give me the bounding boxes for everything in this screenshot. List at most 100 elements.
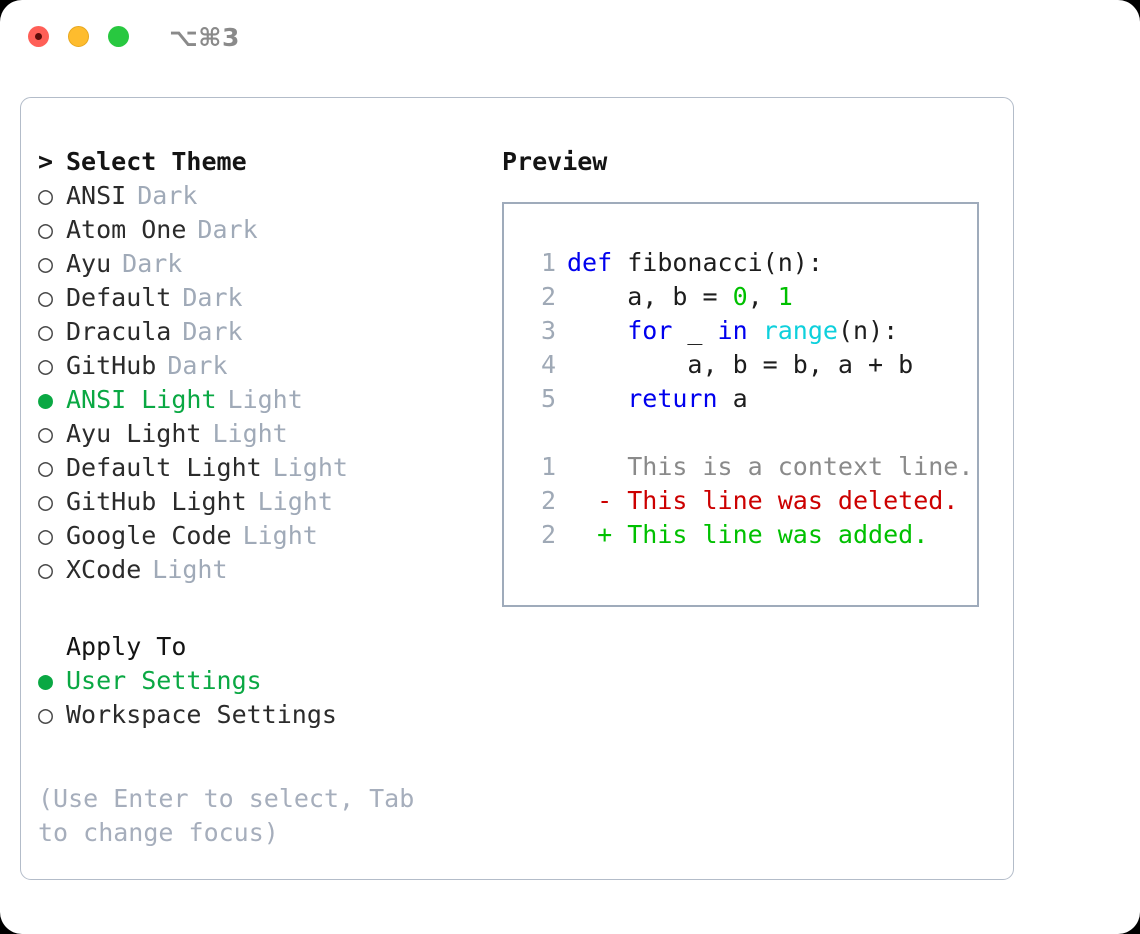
- theme-option-tag: Light: [152, 555, 228, 584]
- radio-selected-icon: ●: [38, 385, 54, 414]
- code-token-fn: range: [762, 316, 838, 345]
- code-token-txt: a, b =: [567, 282, 733, 311]
- theme-option-label: GitHub: [66, 351, 157, 380]
- theme-option-label: Dracula: [66, 317, 172, 346]
- code-token-txt: _: [672, 316, 718, 345]
- code-token-txt: ,: [747, 282, 778, 311]
- code-token-kw: def: [567, 248, 628, 277]
- code-token-txt: [567, 384, 627, 413]
- theme-option-tag: Light: [257, 487, 333, 516]
- code-token-kw: return: [627, 384, 718, 413]
- theme-option-default-light[interactable]: ○ Default Light Light: [38, 453, 493, 487]
- line-number: 1: [540, 452, 556, 481]
- theme-option-default[interactable]: ○ Default Dark: [38, 283, 493, 317]
- theme-option-xcode[interactable]: ○ XCode Light: [38, 555, 493, 589]
- apply-to-option-workspace-settings[interactable]: ○Workspace Settings: [38, 700, 493, 734]
- line-number: 4: [540, 350, 556, 379]
- code-token-txt: [748, 316, 763, 345]
- theme-option-label: Default Light: [66, 453, 262, 482]
- apply-to-indent-spacer: [38, 632, 66, 661]
- diff-text: This line was added.: [627, 520, 929, 549]
- code-line: 5 return a: [504, 384, 977, 418]
- code-token-txt: (n):: [837, 316, 899, 345]
- apply-to-option-label: User Settings: [66, 666, 262, 695]
- code-token-num: 1: [777, 282, 793, 311]
- close-window-icon[interactable]: [28, 26, 49, 47]
- minimize-window-icon[interactable]: [68, 26, 89, 47]
- diff-line-ctx: 1 This is a context line.: [504, 452, 977, 486]
- title-bar: ⌥⌘3: [0, 0, 1140, 76]
- code-token-txt: fibonacci(n):: [627, 248, 823, 277]
- theme-option-ayu[interactable]: ○ Ayu Dark: [38, 249, 493, 283]
- radio-unselected-icon: ○: [38, 555, 54, 584]
- maximize-window-icon[interactable]: [108, 26, 129, 47]
- theme-option-label: ANSI Light: [66, 385, 217, 414]
- apply-to-option-user-settings[interactable]: ● User Settings: [38, 666, 493, 700]
- code-token-num: 0: [732, 282, 748, 311]
- apply-to-option-list[interactable]: ● User Settings ○Workspace Settings: [38, 666, 493, 734]
- page-title: Select Theme: [66, 147, 247, 176]
- diff-text: This is a context line.: [627, 452, 974, 481]
- preview-spacer: [504, 418, 977, 452]
- theme-option-label: Atom One: [66, 215, 187, 244]
- theme-option-tag: Light: [272, 453, 348, 482]
- radio-unselected-icon: ○: [38, 453, 54, 482]
- radio-unselected-icon: ○: [38, 351, 54, 380]
- diff-sign: -: [567, 486, 628, 515]
- preview-diff-block: 1 This is a context line.2 - This line w…: [504, 452, 977, 554]
- line-number: 1: [540, 248, 556, 277]
- radio-unselected-icon: ○: [38, 487, 54, 516]
- radio-unselected-icon: ○: [38, 215, 54, 244]
- theme-option-label: Ayu: [66, 249, 112, 278]
- code-token-kw: for: [627, 316, 673, 345]
- code-token-txt: a: [717, 384, 748, 413]
- theme-option-atom-one[interactable]: ○ Atom One Dark: [38, 215, 493, 249]
- radio-unselected-icon: ○: [38, 700, 54, 729]
- theme-option-tag: Dark: [182, 283, 243, 312]
- apply-to-group: Apply To ● User Settings ○Workspace Settin…: [38, 632, 493, 734]
- theme-option-tag: Dark: [182, 317, 243, 346]
- theme-option-dracula[interactable]: ○ Dracula Dark: [38, 317, 493, 351]
- radio-unselected-icon: ○: [38, 419, 54, 448]
- theme-option-github[interactable]: ○ GitHub Dark: [38, 351, 493, 385]
- window-shortcut-label: ⌥⌘3: [169, 23, 240, 52]
- code-token-txt: [567, 316, 627, 345]
- theme-option-label: Default: [66, 283, 172, 312]
- apply-to-title-row: Apply To: [38, 632, 493, 666]
- theme-option-tag: Light: [212, 419, 288, 448]
- theme-option-tag: Dark: [197, 215, 258, 244]
- code-line: 2 a, b = 0, 1: [504, 282, 977, 316]
- radio-selected-icon: ●: [38, 666, 54, 695]
- code-token-kw: in: [717, 316, 748, 345]
- code-line: 1 def fibonacci(n):: [504, 248, 977, 282]
- theme-option-label: XCode: [66, 555, 142, 584]
- radio-unselected-icon: ○: [38, 283, 54, 312]
- theme-option-github-light[interactable]: ○ GitHub Light Light: [38, 487, 493, 521]
- code-token-txt: a, b = b, a + b: [567, 350, 914, 379]
- theme-option-label: ANSI: [66, 181, 127, 210]
- diff-sign: +: [567, 520, 628, 549]
- theme-option-tag: Dark: [167, 351, 228, 380]
- theme-option-tag: Dark: [122, 249, 183, 278]
- theme-option-tag: Light: [242, 521, 318, 550]
- theme-list-header: >Select Theme: [38, 147, 493, 181]
- radio-unselected-icon: ○: [38, 317, 54, 346]
- apply-to-title: Apply To: [66, 632, 187, 661]
- theme-option-label: GitHub Light: [66, 487, 247, 516]
- code-line: 4 a, b = b, a + b: [504, 350, 977, 384]
- diff-sign: [567, 452, 627, 481]
- diff-line-add: 2 + This line was added.: [504, 520, 977, 554]
- code-line: 3 for _ in range(n):: [504, 316, 977, 350]
- radio-unselected-icon: ○: [38, 249, 54, 278]
- theme-option-tag: Dark: [137, 181, 198, 210]
